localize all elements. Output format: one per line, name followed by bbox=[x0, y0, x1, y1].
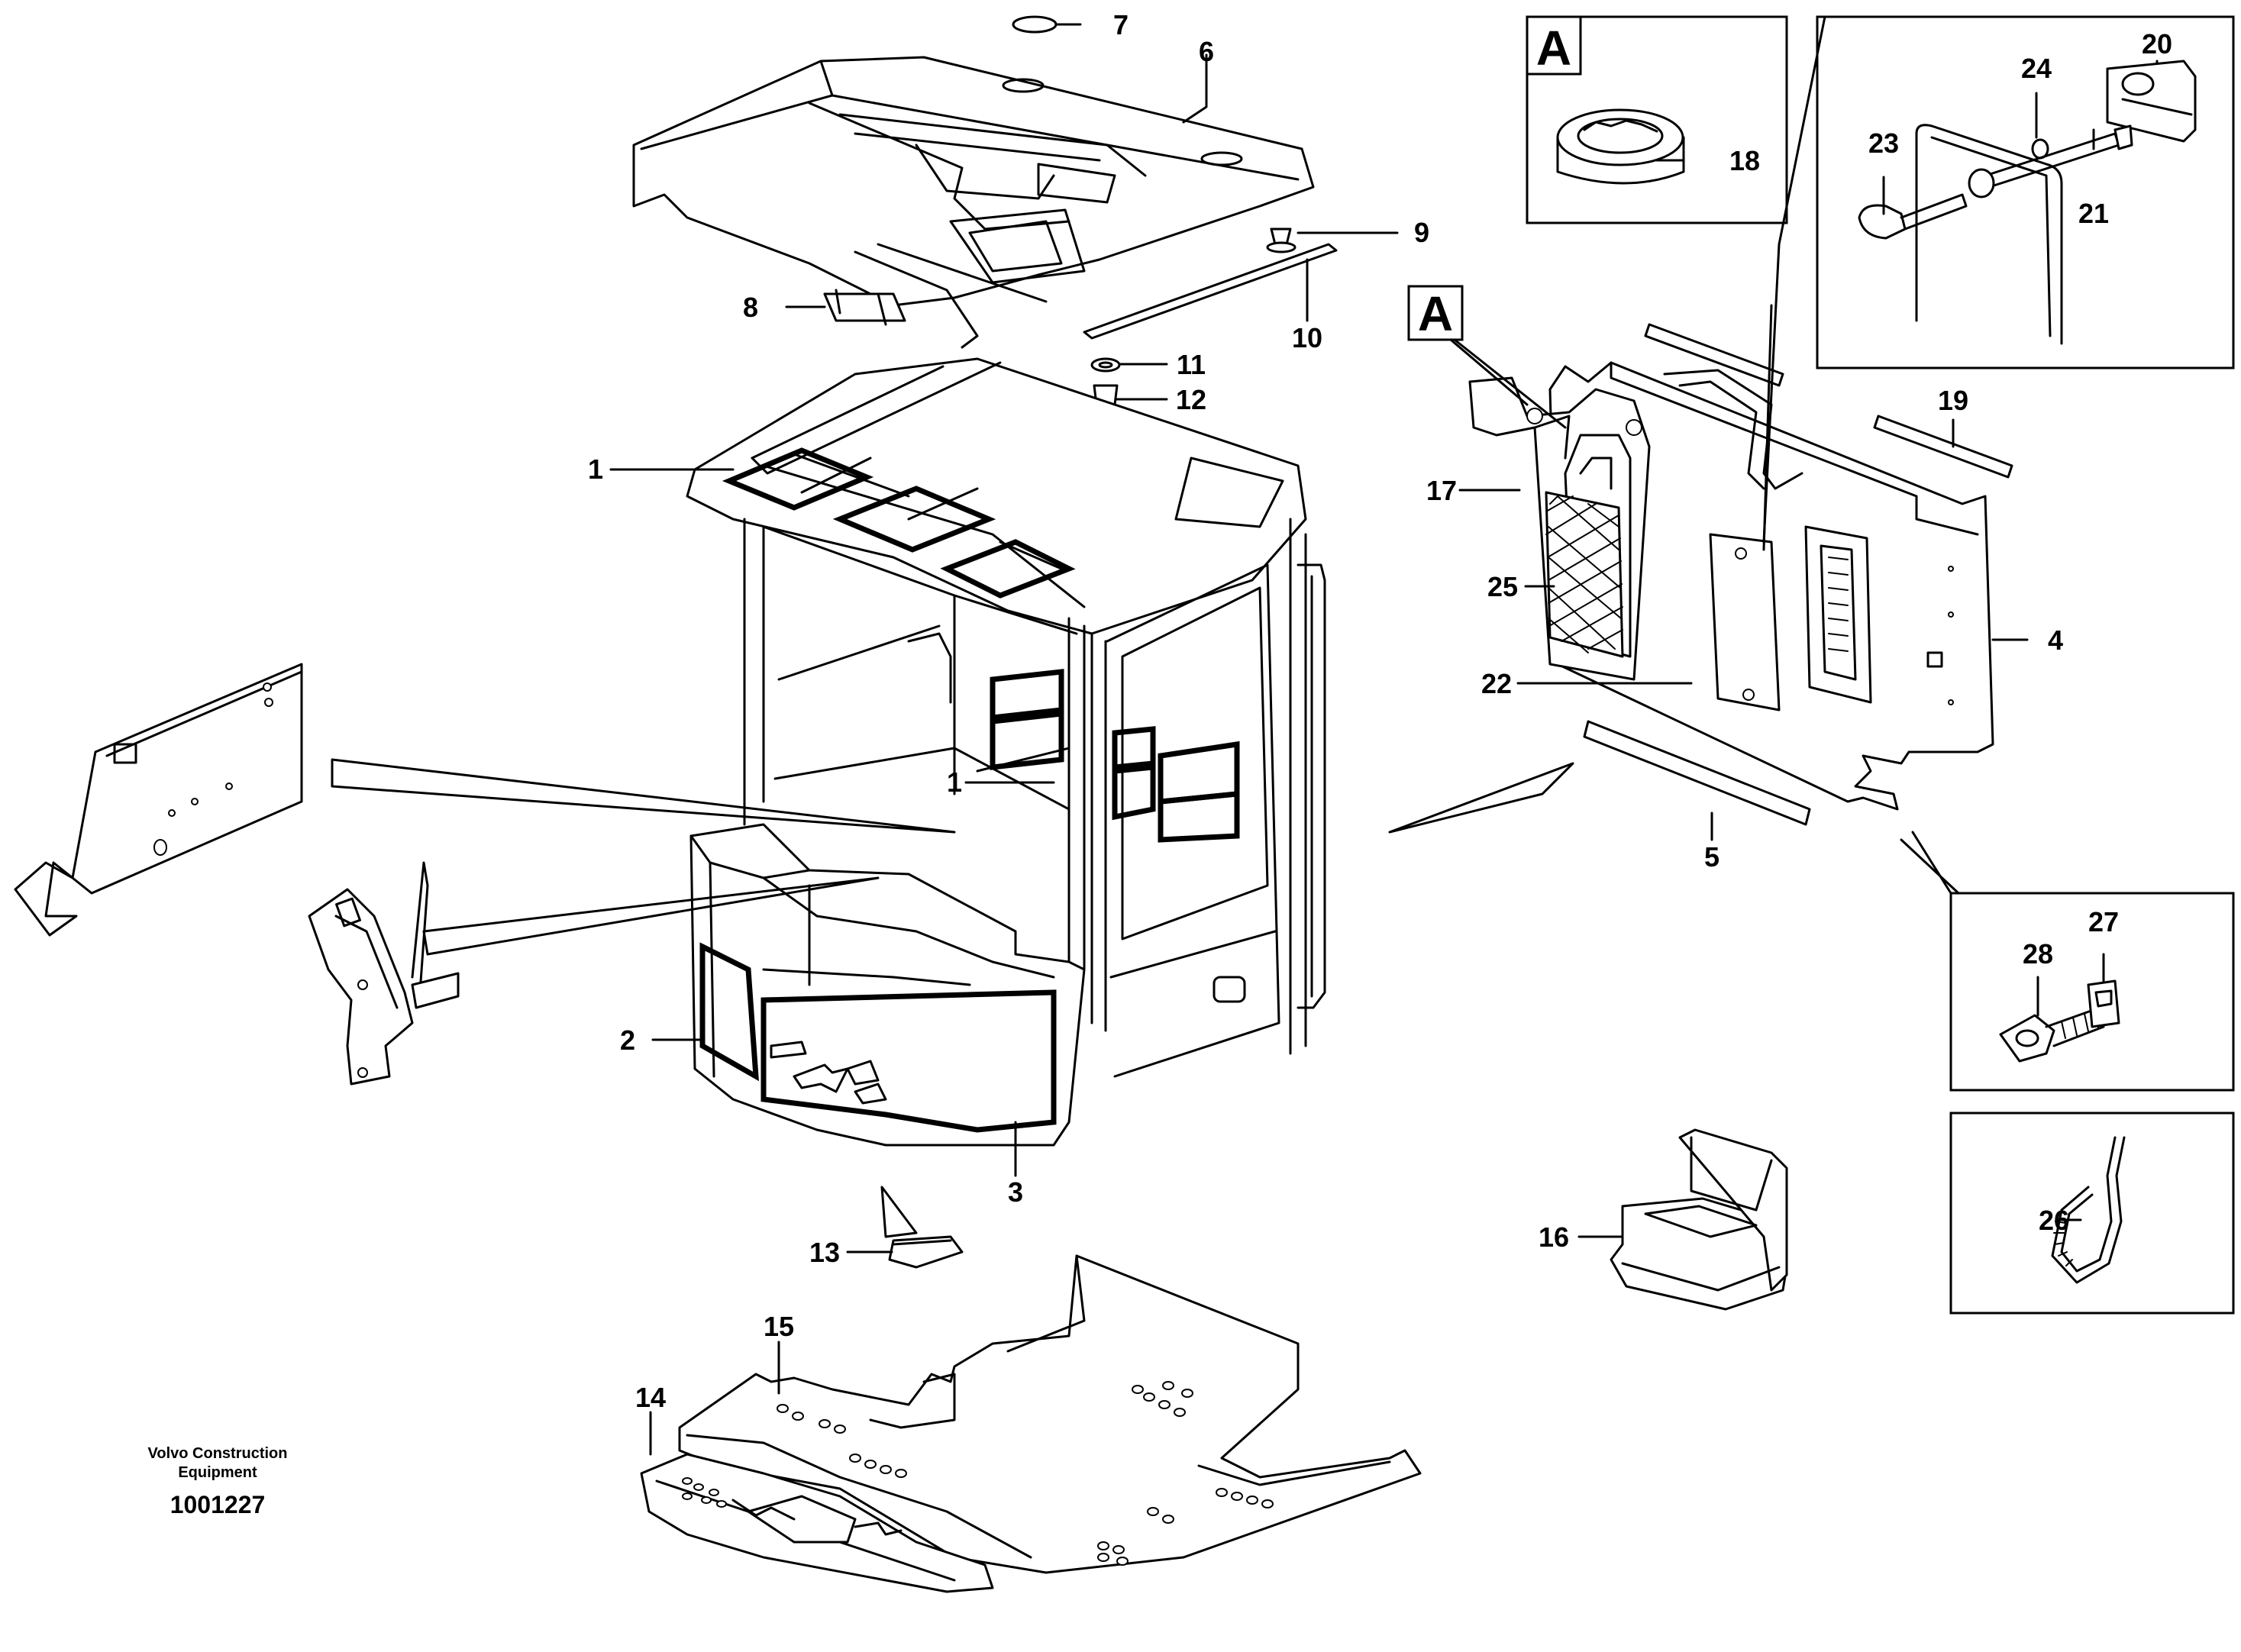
callout-22: 22 bbox=[1481, 668, 1512, 699]
part-27-clip bbox=[2087, 979, 2120, 1028]
floor-holes bbox=[682, 1381, 1274, 1566]
rear-wall-panel bbox=[1468, 361, 1994, 811]
detail-box-cable-tie bbox=[1949, 1112, 2235, 1315]
detail-label-a: A bbox=[1536, 21, 1571, 76]
roof-lining bbox=[632, 56, 1315, 349]
detail-box-a-label-frame bbox=[1526, 15, 1582, 76]
callout-4: 4 bbox=[2048, 624, 2063, 656]
callout-25: 25 bbox=[1487, 571, 1518, 602]
part-19-strip-upper bbox=[1644, 323, 1784, 387]
part-7-plug bbox=[1012, 15, 1058, 34]
callout-20: 20 bbox=[2142, 28, 2172, 60]
callout-23: 23 bbox=[1868, 127, 1899, 159]
part-10-strip bbox=[1083, 243, 1338, 340]
part-16-tray bbox=[1610, 1128, 1788, 1311]
callout-26: 26 bbox=[2039, 1205, 2069, 1236]
callout-16: 16 bbox=[1539, 1221, 1569, 1253]
pointer-13 bbox=[880, 1186, 918, 1238]
callout-1-upper: 1 bbox=[588, 453, 603, 485]
pointer-left-bracket bbox=[422, 876, 880, 956]
detail-box-a bbox=[1526, 15, 1788, 224]
pointer-rear-wall bbox=[1388, 762, 1574, 834]
callout-17: 17 bbox=[1426, 475, 1457, 506]
detail-marker-a-leaders bbox=[1449, 338, 1567, 429]
part-28-screw bbox=[1999, 1006, 2105, 1063]
pointer-fasteners-a bbox=[1911, 831, 1952, 895]
left-bracket bbox=[308, 861, 460, 1086]
leader-lines bbox=[609, 23, 2159, 1456]
brand-line-2: Equipment bbox=[178, 1464, 257, 1481]
part-11-washer bbox=[1090, 357, 1121, 373]
detail-marker-a-frame bbox=[1407, 285, 1464, 341]
detail-box-handle bbox=[1816, 15, 2235, 369]
callout-1-lower: 1 bbox=[947, 766, 962, 798]
part-19-strip bbox=[1873, 415, 2013, 479]
callout-10: 10 bbox=[1292, 322, 1322, 353]
callout-2: 2 bbox=[620, 1024, 635, 1056]
callout-3: 3 bbox=[1008, 1176, 1023, 1208]
left-side-panel bbox=[14, 663, 303, 937]
callout-8: 8 bbox=[743, 292, 758, 323]
handle-detail bbox=[1858, 60, 2197, 345]
callout-18: 18 bbox=[1729, 145, 1760, 176]
brand-line-1: Volvo Construction bbox=[148, 1445, 288, 1462]
callout-24: 24 bbox=[2021, 53, 2052, 84]
floor-mat bbox=[640, 1254, 1422, 1593]
callout-19: 19 bbox=[1938, 385, 1968, 416]
callout-11: 11 bbox=[1177, 349, 1206, 380]
callout-7: 7 bbox=[1113, 9, 1129, 40]
part-8-bracket bbox=[823, 289, 906, 326]
document-number: 1001227 bbox=[170, 1491, 266, 1518]
callout-13: 13 bbox=[809, 1237, 840, 1268]
pointer-left-panel bbox=[331, 758, 956, 834]
callout-15: 15 bbox=[764, 1311, 794, 1342]
part-5-strip bbox=[1583, 720, 1811, 826]
callout-6: 6 bbox=[1199, 36, 1214, 67]
callout-21: 21 bbox=[2078, 198, 2109, 229]
detail-box-fasteners bbox=[1949, 892, 2235, 1092]
callout-14: 14 bbox=[635, 1382, 666, 1413]
callout-9: 9 bbox=[1414, 217, 1429, 248]
cab-body bbox=[686, 357, 1326, 1147]
detail-marker-a: A bbox=[1418, 286, 1453, 341]
part-13-cap bbox=[888, 1235, 964, 1269]
part-9-clip bbox=[1266, 227, 1296, 253]
leader-handle-box bbox=[1762, 15, 1826, 544]
part-18-grommet bbox=[1556, 108, 1685, 185]
callout-28: 28 bbox=[2023, 938, 2053, 970]
callout-12: 12 bbox=[1176, 384, 1206, 415]
pointer-fasteners-b bbox=[1900, 838, 1960, 895]
callout-27: 27 bbox=[2088, 906, 2119, 937]
callout-5: 5 bbox=[1704, 841, 1719, 873]
